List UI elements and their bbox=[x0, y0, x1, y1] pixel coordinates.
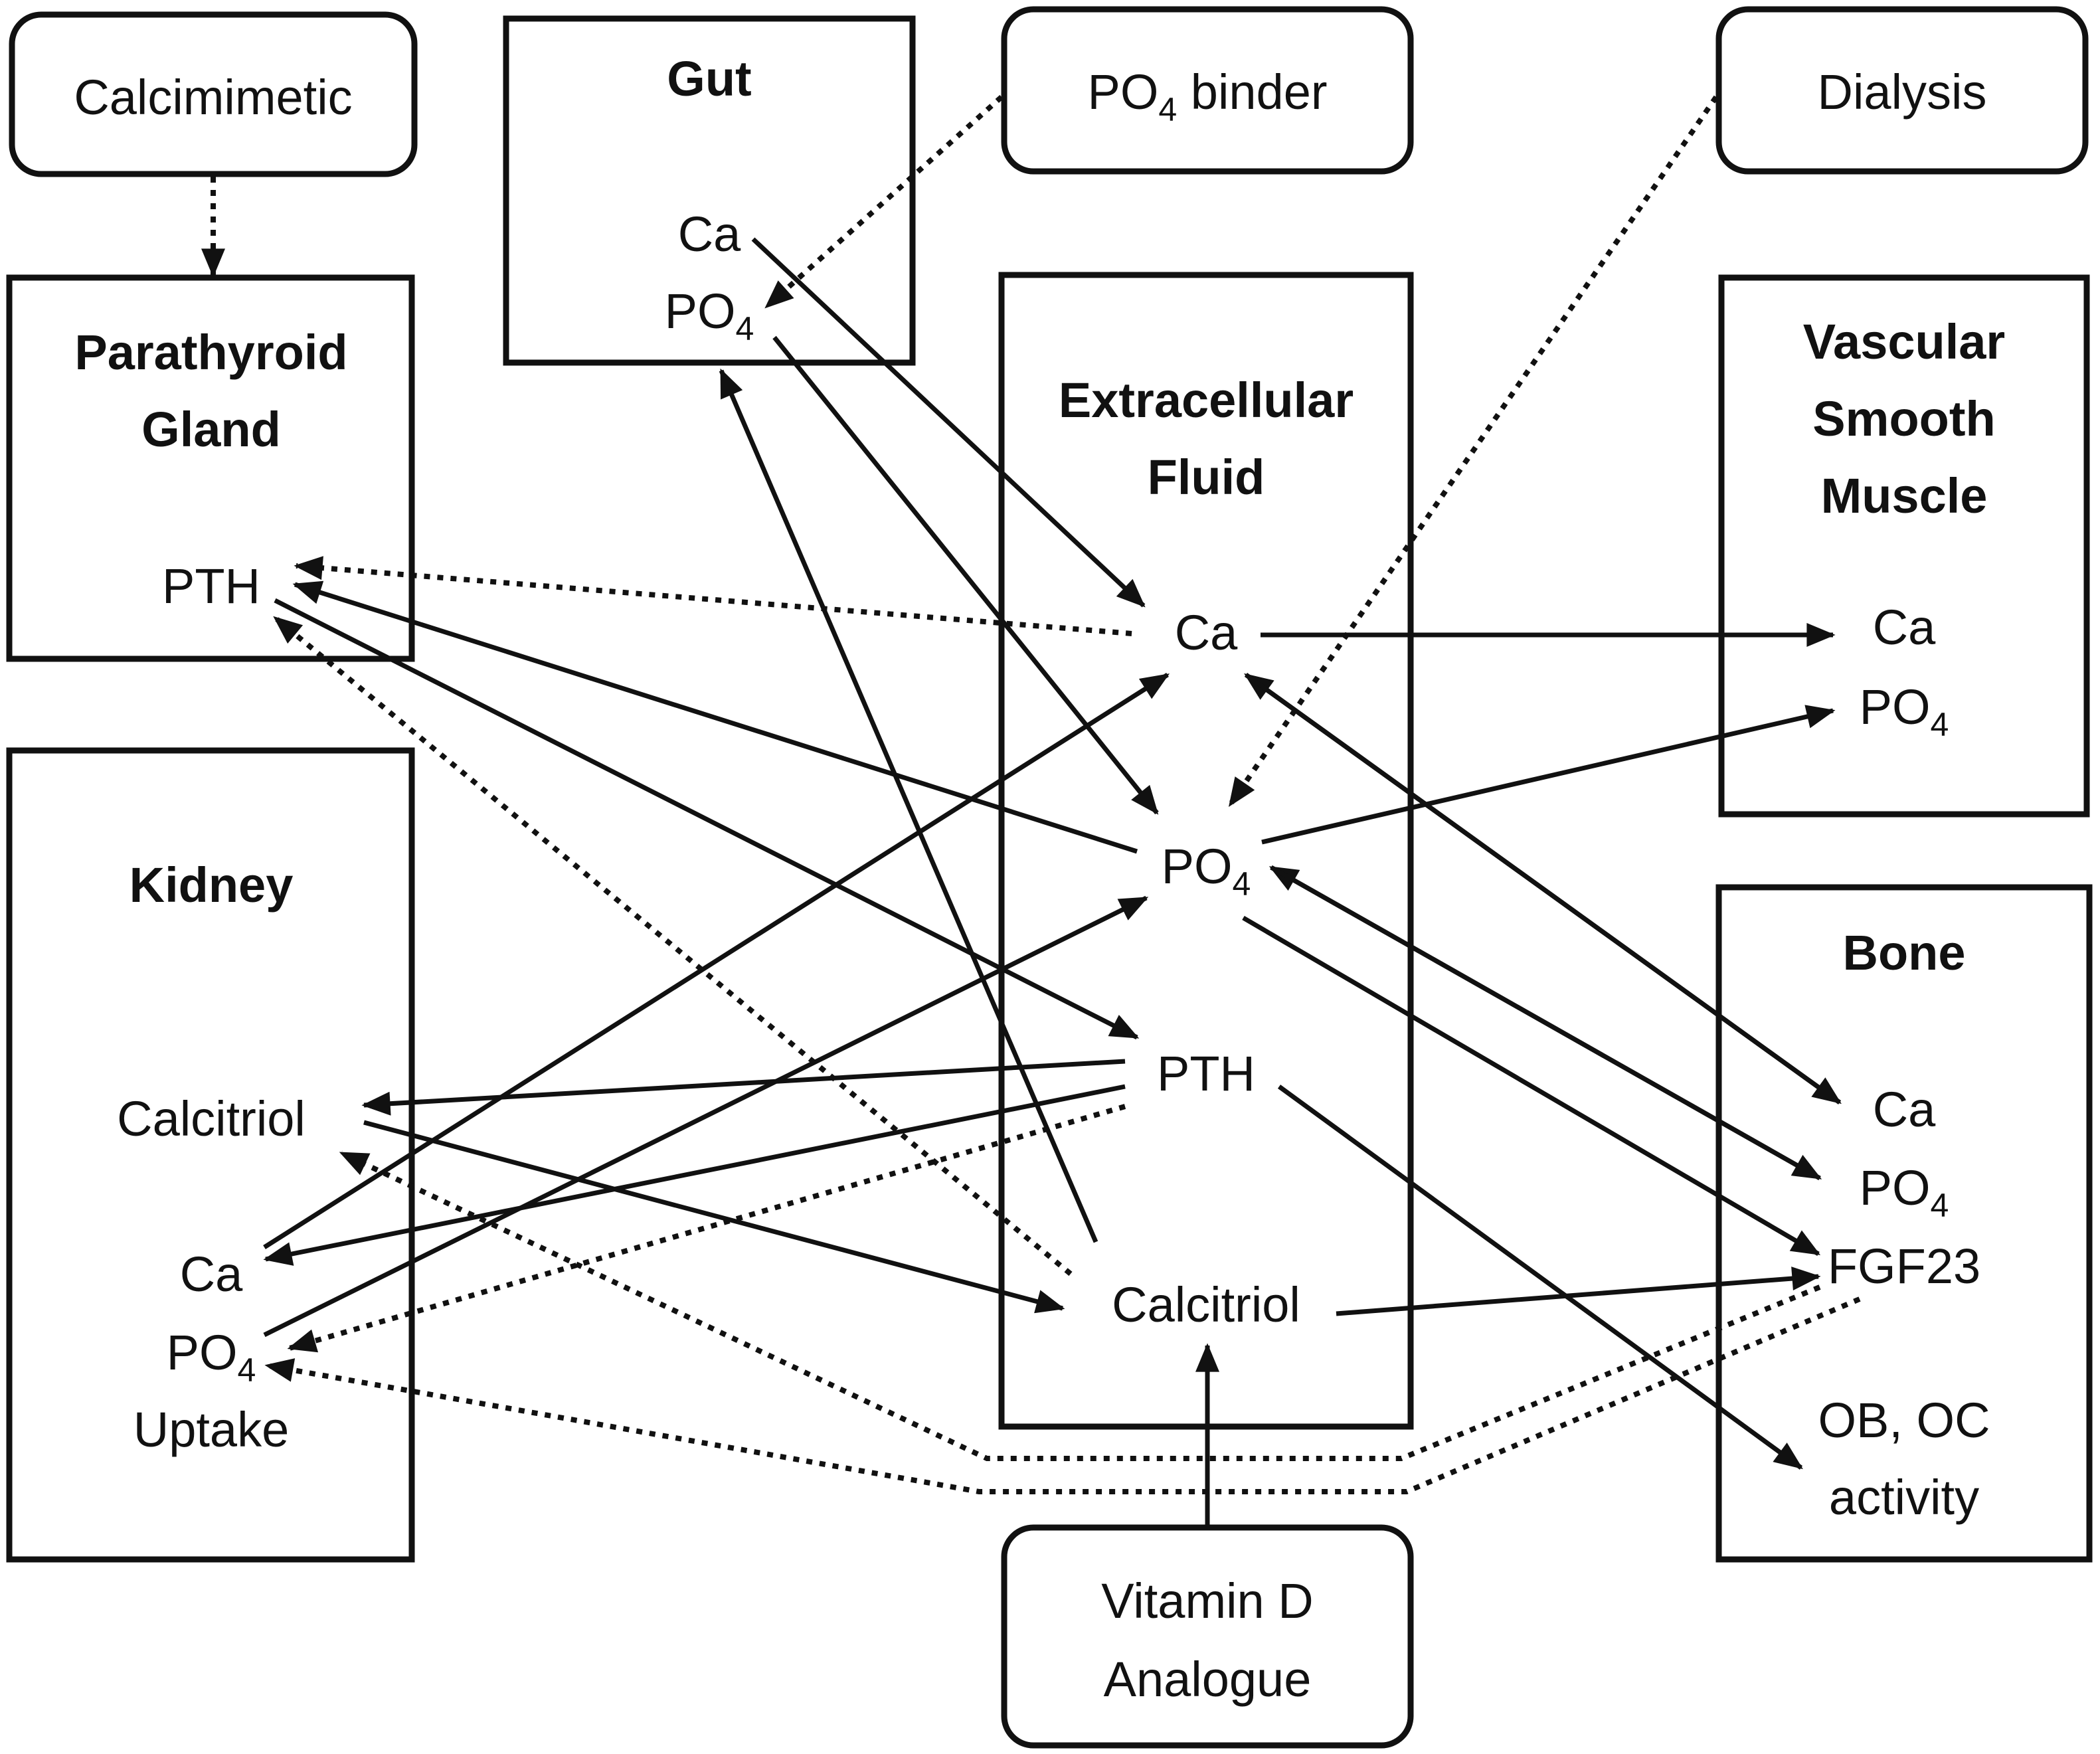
kidney-po4: PO4 bbox=[167, 1325, 256, 1389]
arrow-ecf-pth-to-kidney-calcitriol bbox=[361, 1059, 1126, 1116]
gut-po4: PO4 bbox=[665, 284, 754, 347]
arrow-parathyroid-pth-to-ecf-pth bbox=[274, 598, 1140, 1040]
vascular-smooth-muscle-box: Vascular Smooth Muscle Ca PO4 bbox=[1718, 274, 2090, 818]
vascular-title-3: Muscle bbox=[1821, 468, 1988, 523]
bone-po4: PO4 bbox=[1860, 1160, 1949, 1224]
dotted-fgf23-to-kidney-calcitriol bbox=[339, 1150, 1821, 1461]
dotted-fgf23-to-kidney-po4 bbox=[264, 1296, 1861, 1494]
arrow-kidney-po4-to-ecf-po4 bbox=[263, 895, 1149, 1338]
parathyroid-title-2: Gland bbox=[141, 402, 281, 457]
kidney-uptake: Uptake bbox=[133, 1402, 289, 1457]
arrow-kidney-ca-to-ecf-ca bbox=[263, 673, 1170, 1249]
arrow-ecf-pth-to-bone-ob-oc bbox=[1277, 1085, 1803, 1470]
gut-box: Gut Ca PO4 bbox=[503, 15, 916, 366]
bone-fgf23: FGF23 bbox=[1828, 1239, 1980, 1294]
parathyroid-gland-box: Parathyroid Gland PTH bbox=[6, 274, 415, 662]
calcimimetic-label: Calcimimetic bbox=[74, 70, 352, 125]
po4-binder-box: PO4 binder bbox=[1001, 6, 1414, 175]
arrow-ecf-po4-to-bone-po4 bbox=[1270, 865, 1822, 1181]
ecf-pth: PTH bbox=[1157, 1046, 1255, 1101]
parathyroid-title-1: Parathyroid bbox=[74, 325, 347, 380]
arrow-ecf-po4-to-bone-fgf23 bbox=[1242, 915, 1821, 1257]
dotted-arrows bbox=[201, 95, 1861, 1494]
vascular-po4: PO4 bbox=[1860, 679, 1949, 743]
bone-ob-oc: OB, OC bbox=[1818, 1393, 1990, 1448]
vascular-title-1: Vascular bbox=[1803, 314, 2005, 369]
arrow-kidney-calcitriol-to-ecf-calcitriol bbox=[363, 1120, 1065, 1314]
vitamin-d-line2: Analogue bbox=[1104, 1652, 1312, 1707]
kidney-ca: Ca bbox=[180, 1247, 243, 1302]
vitamin-d-analogue-box: Vitamin D Analogue bbox=[1001, 1524, 1414, 1749]
arrow-ecf-po4-to-vascular-po4 bbox=[1261, 705, 1836, 845]
ecf-title-2: Fluid bbox=[1148, 450, 1265, 505]
bone-ca: Ca bbox=[1873, 1082, 1936, 1137]
vascular-ca: Ca bbox=[1873, 600, 1936, 655]
ecf-ca: Ca bbox=[1175, 605, 1238, 660]
calcimimetic-box: Calcimimetic bbox=[9, 11, 418, 177]
ecf-po4: PO4 bbox=[1162, 839, 1251, 903]
parathyroid-pth: PTH bbox=[162, 559, 260, 614]
bone-title: Bone bbox=[1843, 925, 1966, 980]
extracellular-fluid-box: Extracellular Fluid Ca PO4 PTH Calcitrio… bbox=[998, 272, 1414, 1430]
gut-ca: Ca bbox=[678, 207, 741, 262]
arrow-ecf-po4-to-parathyroid-pth bbox=[292, 580, 1138, 854]
dialysis-box: Dialysis bbox=[1715, 6, 2089, 175]
arrow-ecf-calcitriol-to-bone-fgf23 bbox=[1336, 1267, 1821, 1316]
arrow-ecf-calcitriol-to-gut-po4 bbox=[719, 368, 1098, 1243]
ecf-calcitriol: Calcitriol bbox=[1112, 1277, 1300, 1332]
solid-arrows bbox=[263, 237, 1842, 1526]
dialysis-label: Dialysis bbox=[1818, 64, 1987, 120]
bone-activity: activity bbox=[1829, 1470, 1979, 1525]
arrow-gut-ca-to-ecf-ca bbox=[751, 237, 1146, 608]
gut-title: Gut bbox=[667, 51, 751, 106]
kidney-calcitriol: Calcitriol bbox=[117, 1091, 306, 1146]
kidney-title: Kidney bbox=[130, 857, 294, 913]
arrow-ecf-ca-to-bone-ca bbox=[1244, 673, 1842, 1104]
arrow-gut-po4-to-ecf-po4 bbox=[772, 335, 1159, 815]
dotted-dialysis-to-ecf-po4 bbox=[1227, 95, 1719, 807]
ecf-title-1: Extracellular bbox=[1059, 373, 1354, 428]
vitamin-d-line1: Vitamin D bbox=[1101, 1573, 1313, 1628]
po4-binder-label: PO4 binder bbox=[1088, 64, 1328, 128]
bone-box: Bone Ca PO4 FGF23 OB, OC activity bbox=[1715, 884, 2093, 1563]
arrow-ecf-pth-to-kidney-ca bbox=[263, 1084, 1126, 1266]
vascular-title-2: Smooth bbox=[1812, 391, 1995, 446]
